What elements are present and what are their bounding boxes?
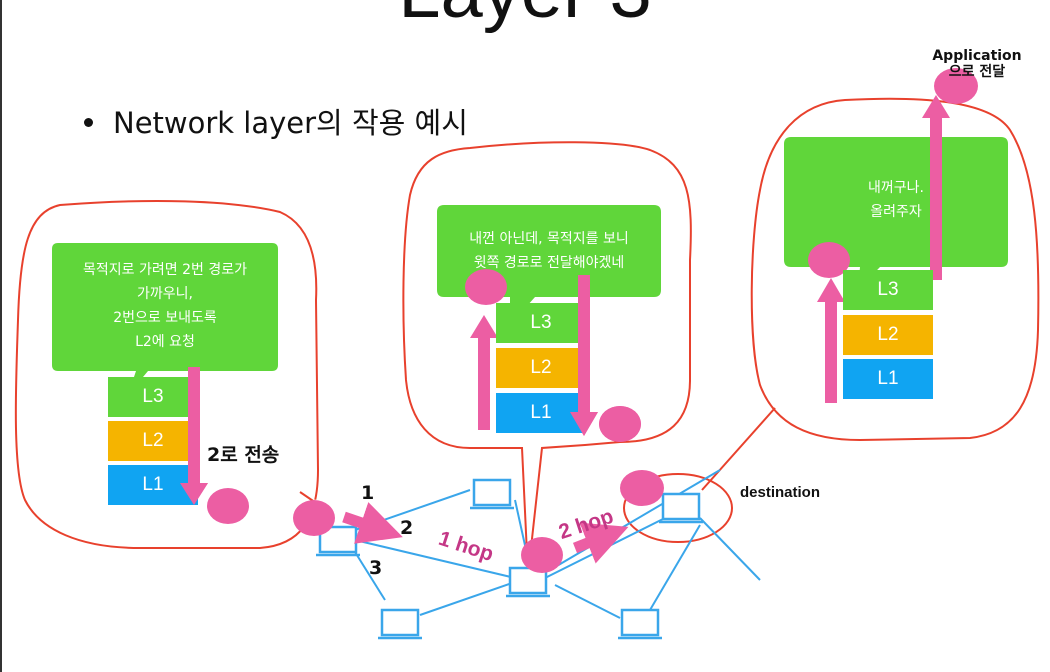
send-arrow — [342, 502, 403, 544]
left-layer-l1: L1 — [108, 465, 198, 505]
computer-icon — [618, 608, 662, 640]
left-layer-l3: L3 — [108, 377, 198, 417]
middle-node-callout — [402, 141, 692, 576]
right-app-up-arrow — [930, 115, 942, 280]
destination-label: destination — [740, 484, 821, 501]
slide-title: Layer 3 — [0, 0, 1050, 35]
right-layer-l1: L1 — [843, 359, 933, 399]
middle-bubble-text: 내껀 아닌데, 목적지를 보니 윗쪽 경로로 전달해야겠네 — [469, 231, 629, 271]
computer-icon — [470, 478, 514, 510]
middle-up-arrow — [478, 335, 490, 430]
hop2-arrow — [572, 522, 629, 564]
computer-icon — [659, 492, 703, 524]
send-label: 2로 전송 — [207, 444, 280, 466]
route-label-2: 2 — [400, 517, 414, 539]
left-layer-l2: L2 — [108, 421, 198, 461]
bullet-text: Network layer의 작용 예시 — [113, 106, 468, 140]
left-speech-bubble — [52, 243, 278, 395]
right-node-callout — [750, 97, 1040, 442]
left-bubble-text: 목적지로 가려면 2번 경로가 가까우니, 2번으로 보내도록 L2에 요청 — [83, 262, 247, 350]
right-layer-l3: L3 — [843, 270, 933, 310]
right-layer-l2: L2 — [843, 315, 933, 355]
application-label: Application 으로 전달 — [932, 48, 1022, 80]
destination-ellipse — [623, 473, 733, 543]
left-node-callout — [14, 199, 320, 549]
middle-layer-l1: L1 — [496, 393, 586, 433]
bullet-dot-icon — [84, 117, 93, 127]
right-bubble-text: 내꺼구나. 올려주자 — [868, 180, 924, 220]
middle-layer-l3: L3 — [496, 303, 586, 343]
network-links — [354, 469, 761, 619]
middle-layer-l2: L2 — [496, 348, 586, 388]
route-label-3: 3 — [369, 557, 383, 579]
right-up-arrow — [825, 300, 837, 403]
bullet-item: Network layer의 작용 예시 — [84, 100, 468, 142]
computer-icon — [378, 608, 422, 640]
route-label-1: 1 — [361, 482, 375, 504]
hop1-label: 1 hop — [436, 527, 496, 566]
right-callout-tail — [701, 407, 776, 491]
